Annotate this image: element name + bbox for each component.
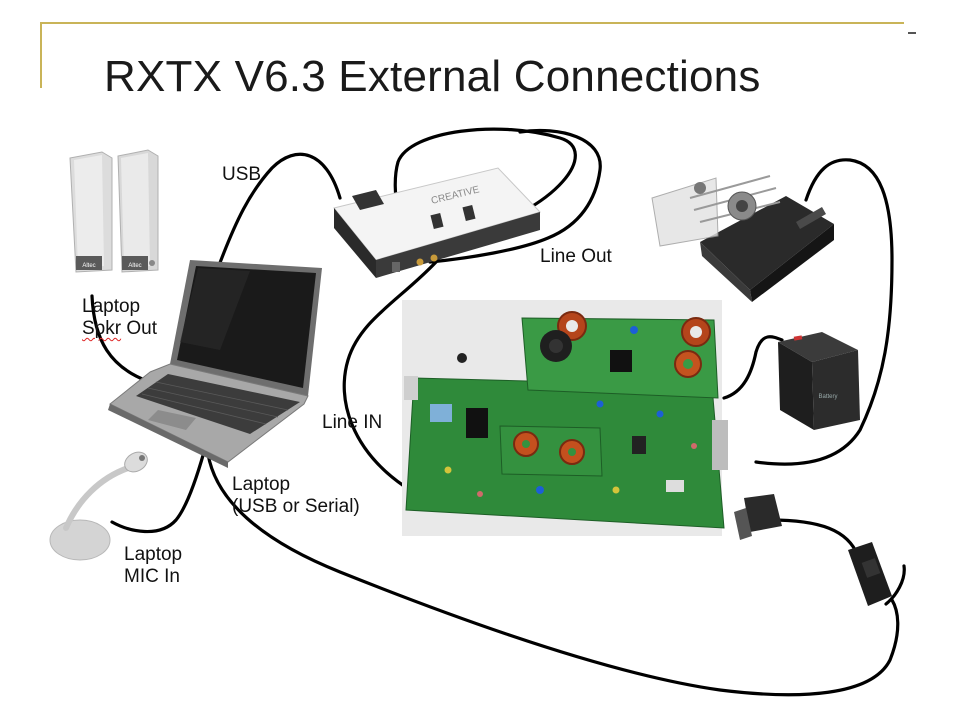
label-laptop-usb-serial-line2: (USB or Serial) [232,496,360,517]
label-laptop-mic-in-line1: Laptop [124,544,183,565]
computer-speakers: Altec Altec [69,149,159,273]
label-laptop-mic-in: Laptop MIC In [124,544,182,588]
frame-tick [908,32,916,34]
toroid-coils [513,311,711,465]
label-line-out: Line Out [540,246,612,267]
label-laptop-mic-in-line2: MIC In [124,566,180,587]
label-laptop-spkr-out: Laptop Spkr Out [82,296,157,340]
label-laptop-spkr-out-line1: Laptop [82,296,141,317]
speaker-right: Altec [117,149,159,273]
speaker-left: Altec [69,151,113,273]
desktop-microphone [49,451,148,561]
battery: Battery [778,332,860,430]
db9-serial-connector [734,494,782,540]
usb-sound-card: CREATIVE [333,167,541,278]
cable-line-out-2 [428,128,602,264]
cable-serial-adapter [768,518,860,558]
speaker-brand-right: Altec [128,263,141,269]
laptop [108,260,322,468]
label-line-in: Line IN [322,412,383,433]
label-out-word: Out [121,318,157,339]
frame-left-line [40,22,42,88]
cable-battery [722,335,784,400]
cable-serial-adapter-2 [884,564,906,606]
battery-brand: Battery [818,394,837,400]
label-laptop-usb-serial: Laptop (USB or Serial) [232,474,360,518]
usb-serial-adapter [848,542,892,606]
speaker-brand-left: Altec [82,263,95,269]
morse-key-paddle [651,175,834,302]
board-components [404,326,728,497]
label-usb: USB [222,164,262,185]
label-spkr-word: Spkr [82,318,122,339]
cable-line-in [342,260,438,488]
cable-key [754,158,894,466]
touchpad [148,410,196,430]
cable-speaker [90,294,152,384]
frame-top-line [40,22,904,24]
slide-title: RXTX V6.3 External Connections [104,52,761,101]
cable-mic [110,450,206,534]
label-laptop-usb-serial-line1: Laptop [232,474,291,495]
rxtx-transceiver-board [402,300,782,540]
keyboard [141,381,289,425]
cable-usb [216,152,342,270]
label-laptop-spkr-out-line2: Spkr Out [82,318,157,340]
cable-laptop-serial [206,452,900,697]
